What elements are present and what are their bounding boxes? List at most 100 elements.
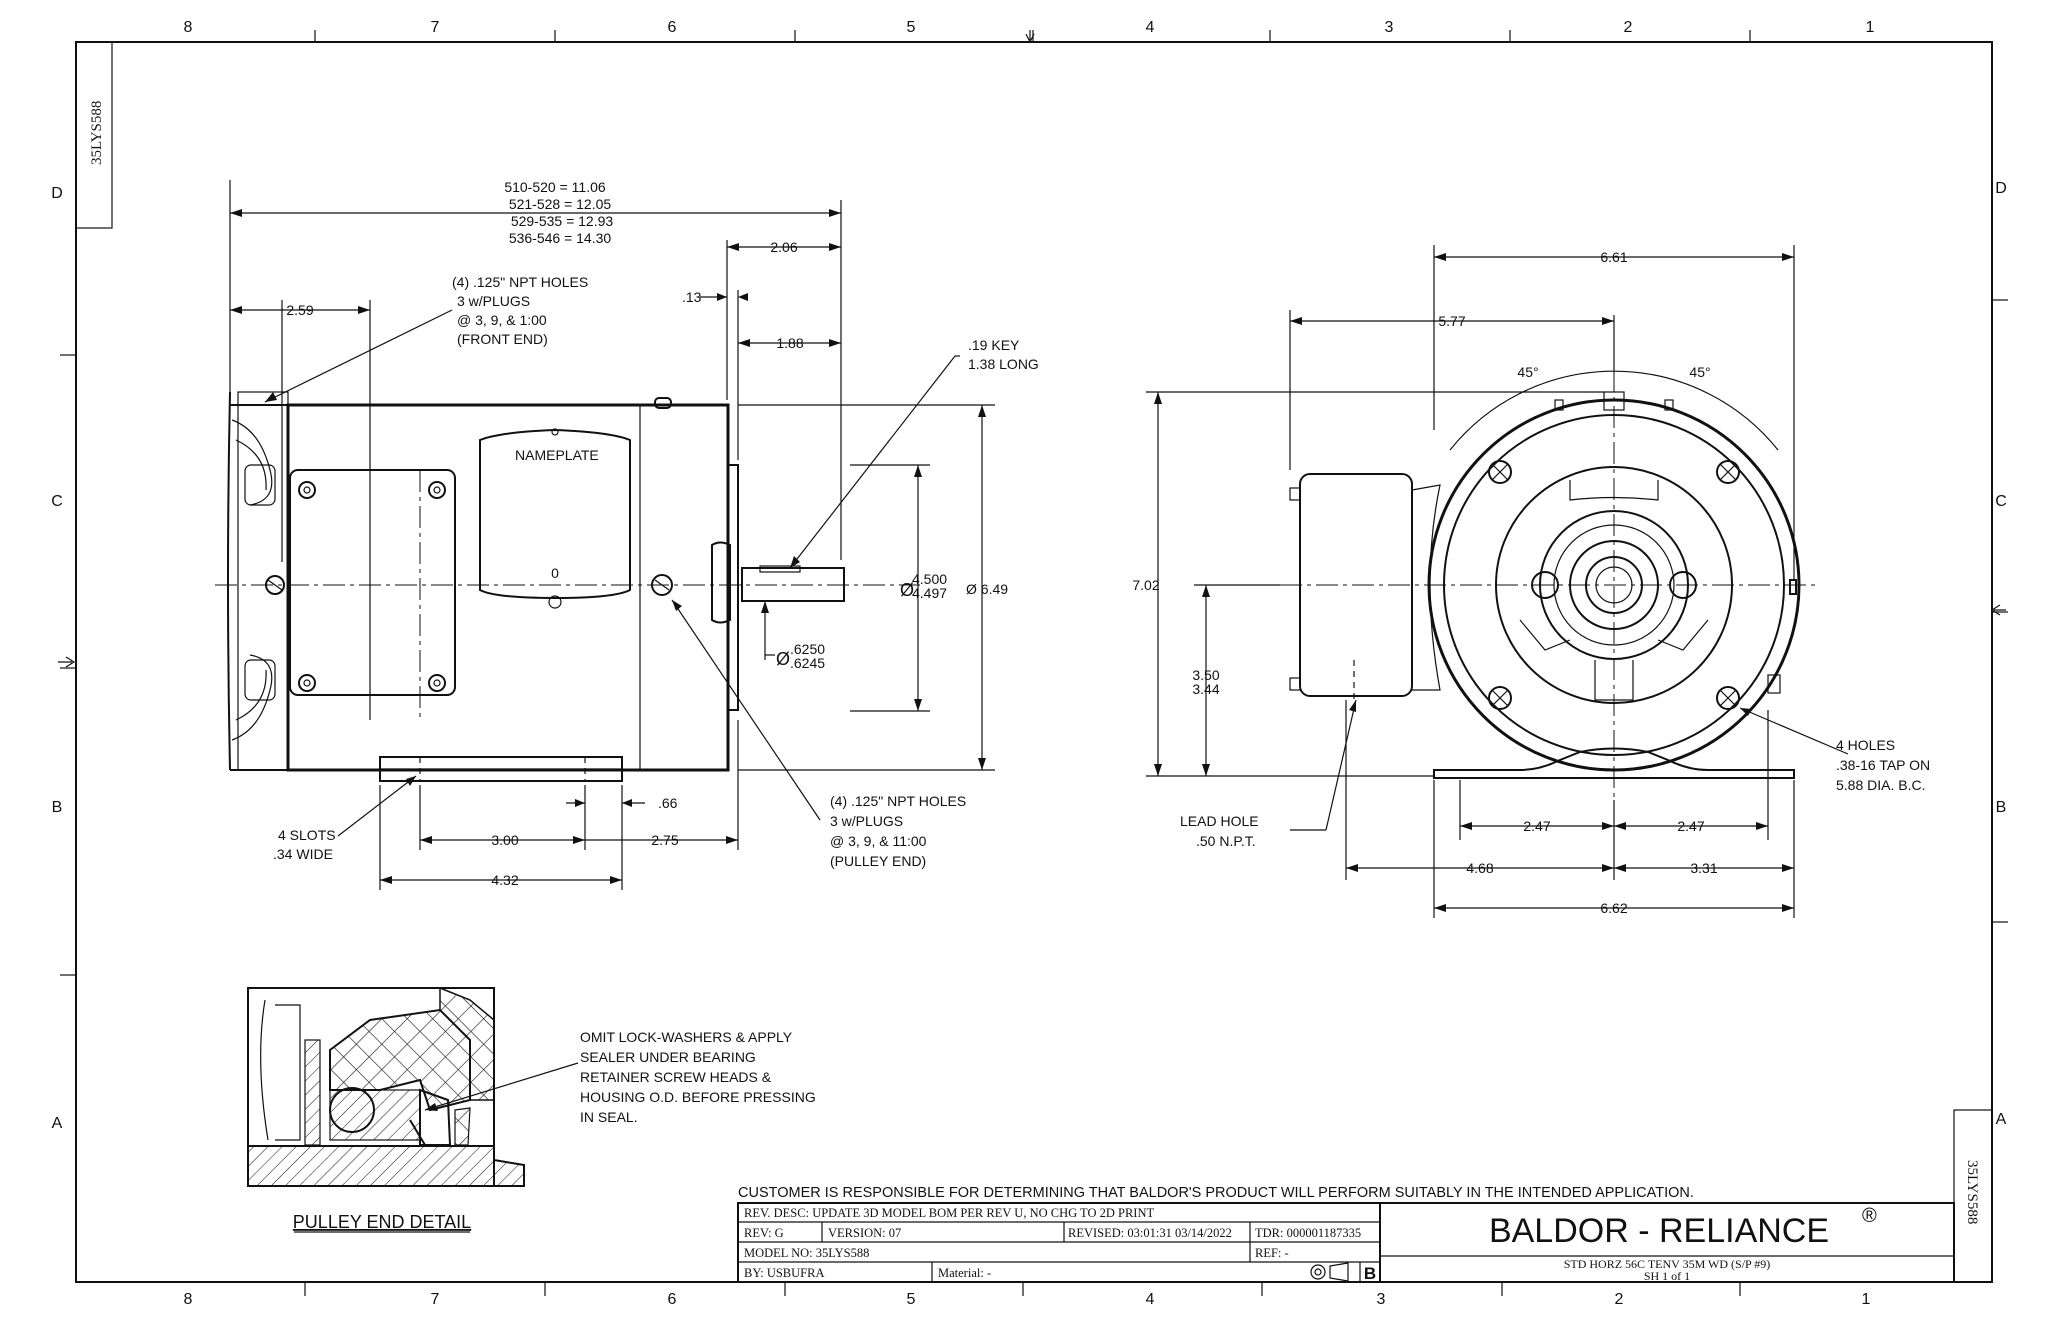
- holes-note: 5.88 DIA. B.C.: [1836, 777, 1925, 793]
- angle-45-left: 45°: [1517, 364, 1538, 380]
- detail-title: PULLEY END DETAIL: [293, 1212, 471, 1232]
- column-label: 6: [668, 19, 677, 36]
- dim-6-62: 6.62: [1600, 900, 1627, 916]
- column-label: 5: [907, 19, 916, 36]
- tdr: TDR: 000001187335: [1255, 1226, 1361, 1240]
- end-view-labels: 6.61 5.77 45° 45° 7.02 3.50 3.44 LEAD HO…: [1132, 249, 1930, 916]
- key-note: 1.38 LONG: [968, 356, 1039, 372]
- dim-2-59: 2.59: [286, 302, 313, 318]
- column-label: 8: [184, 1291, 193, 1308]
- model-no: MODEL NO: 35LYS588: [744, 1246, 869, 1260]
- shaft-dia-max: .6250: [790, 641, 825, 657]
- front-holes-note: (4) .125" NPT HOLES: [452, 274, 588, 290]
- pulley-holes-note: (PULLEY END): [830, 853, 926, 869]
- column-label: 7: [431, 19, 440, 36]
- side-view-dimensions: [229, 180, 995, 890]
- slots-note: .34 WIDE: [273, 846, 333, 862]
- dim-5-77: 5.77: [1438, 313, 1465, 329]
- title-block: CUSTOMER IS RESPONSIBLE FOR DETERMINING …: [737, 1185, 1955, 1283]
- nameplate-label: NAMEPLATE: [515, 447, 599, 463]
- dim-0-13: .13: [682, 289, 702, 305]
- detail-note-line: HOUSING O.D. BEFORE PRESSING: [580, 1089, 816, 1105]
- row-label: B: [1996, 799, 2007, 816]
- holes-note: 4 HOLES: [1836, 737, 1895, 753]
- dim-0-66: .66: [658, 795, 678, 811]
- drawing-number-box-top: 35LYS588: [75, 41, 113, 229]
- column-label: 2: [1615, 1291, 1624, 1308]
- drawn-by: BY: USBUFRA: [744, 1266, 824, 1280]
- front-holes-note: @ 3, 9, & 1:00: [457, 312, 547, 328]
- front-holes-note: (FRONT END): [457, 331, 548, 347]
- dim-1-88: 1.88: [776, 335, 803, 351]
- dim-3-31: 3.31: [1690, 860, 1717, 876]
- detail-note-line: OMIT LOCK-WASHERS & APPLY: [580, 1029, 793, 1045]
- end-view: [1280, 370, 1820, 800]
- row-label: C: [1995, 493, 2007, 510]
- registered-mark: ®: [1862, 1205, 1877, 1227]
- lead-hole-label: LEAD HOLE: [1180, 813, 1259, 829]
- diameter-symbol: Ø: [900, 580, 914, 600]
- lead-hole-size: .50 N.P.T.: [1196, 833, 1256, 849]
- company-name: BALDOR - RELIANCE: [1489, 1212, 1829, 1250]
- detail-note-line: RETAINER SCREW HEADS &: [580, 1069, 772, 1085]
- dim-4-68: 4.68: [1466, 860, 1493, 876]
- disclaimer: CUSTOMER IS RESPONSIBLE FOR DETERMINING …: [738, 1185, 1694, 1201]
- column-label: 4: [1146, 19, 1155, 36]
- drawing-number-box-bottom: 35LYS588: [1953, 1109, 1993, 1283]
- side-view: [215, 391, 920, 782]
- row-label: D: [51, 185, 63, 202]
- overall-length-label: 536-546 = 14.30: [509, 230, 612, 246]
- key-note: .19 KEY: [968, 337, 1020, 353]
- version: VERSION: 07: [828, 1226, 901, 1240]
- column-label: 1: [1866, 19, 1875, 36]
- column-labels-top: 8 7 6 5 4 3 2 1: [184, 19, 1875, 36]
- column-label: 7: [431, 1291, 440, 1308]
- angle-45-right: 45°: [1689, 364, 1710, 380]
- row-label: A: [52, 1115, 63, 1132]
- rev-desc: REV. DESC: UPDATE 3D MODEL BOM PER REV U…: [744, 1206, 1154, 1220]
- dim-2-47-right: 2.47: [1677, 818, 1704, 834]
- column-label: 6: [668, 1291, 677, 1308]
- overall-length-label: 510-520 = 11.06: [504, 179, 606, 195]
- column-label: 3: [1385, 19, 1394, 36]
- end-view-dimensions: [1146, 245, 1849, 918]
- dim-3-00: 3.00: [491, 832, 518, 848]
- pulley-holes-note: @ 3, 9, & 11:00: [830, 833, 927, 849]
- shaft-height-max: 3.50: [1192, 667, 1219, 683]
- frame-diameter: Ø 6.49: [966, 581, 1008, 597]
- description: STD HORZ 56C TENV 35M WD (S/P #9): [1564, 1257, 1771, 1271]
- column-label: 5: [907, 1291, 916, 1308]
- revised: REVISED: 03:01:31 03/14/2022: [1068, 1226, 1232, 1240]
- pulley-detail-note: OMIT LOCK-WASHERS & APPLY SEALER UNDER B…: [424, 1029, 816, 1125]
- ref: REF: -: [1255, 1246, 1289, 1260]
- projection-symbol-icon: [1310, 1262, 1349, 1282]
- shaft-height-min: 3.44: [1192, 681, 1219, 697]
- detail-note-line: SEALER UNDER BEARING: [580, 1049, 756, 1065]
- shaft-dia-symbol: Ø: [776, 649, 790, 669]
- drawing-number: 35LYS588: [1964, 1160, 1980, 1224]
- nameplate-mark: 0: [551, 565, 559, 581]
- column-label: 1: [1862, 1291, 1871, 1308]
- material: Material: -: [938, 1266, 991, 1280]
- column-label: 3: [1377, 1291, 1386, 1308]
- side-view-labels: 510-520 = 11.06 521-528 = 12.05 529-535 …: [273, 179, 1039, 888]
- holes-note: .38-16 TAP ON: [1836, 757, 1930, 773]
- rev: REV: G: [744, 1226, 784, 1240]
- pulley-end-detail: [247, 986, 525, 1187]
- pilot-dia-max: 4.500: [912, 571, 947, 587]
- column-label: 8: [184, 19, 193, 36]
- sheet-number: SH 1 of 1: [1644, 1269, 1690, 1283]
- row-labels: D C B A D C B A: [51, 180, 2007, 1132]
- dim-7-02: 7.02: [1132, 577, 1159, 593]
- overall-length-label: 529-535 = 12.93: [511, 213, 614, 229]
- column-labels-bottom: 8 7 6 5 4 3 2 1: [184, 1291, 1871, 1308]
- row-label: D: [1995, 180, 2007, 197]
- row-label: A: [1996, 1111, 2007, 1128]
- column-label: 2: [1624, 19, 1633, 36]
- front-holes-note: 3 w/PLUGS: [457, 293, 530, 309]
- row-label: C: [51, 493, 63, 510]
- dim-4-32: 4.32: [491, 872, 518, 888]
- pulley-holes-note: 3 w/PLUGS: [830, 813, 903, 829]
- dim-2-06: 2.06: [770, 239, 797, 255]
- sheet-size: B: [1364, 1264, 1376, 1283]
